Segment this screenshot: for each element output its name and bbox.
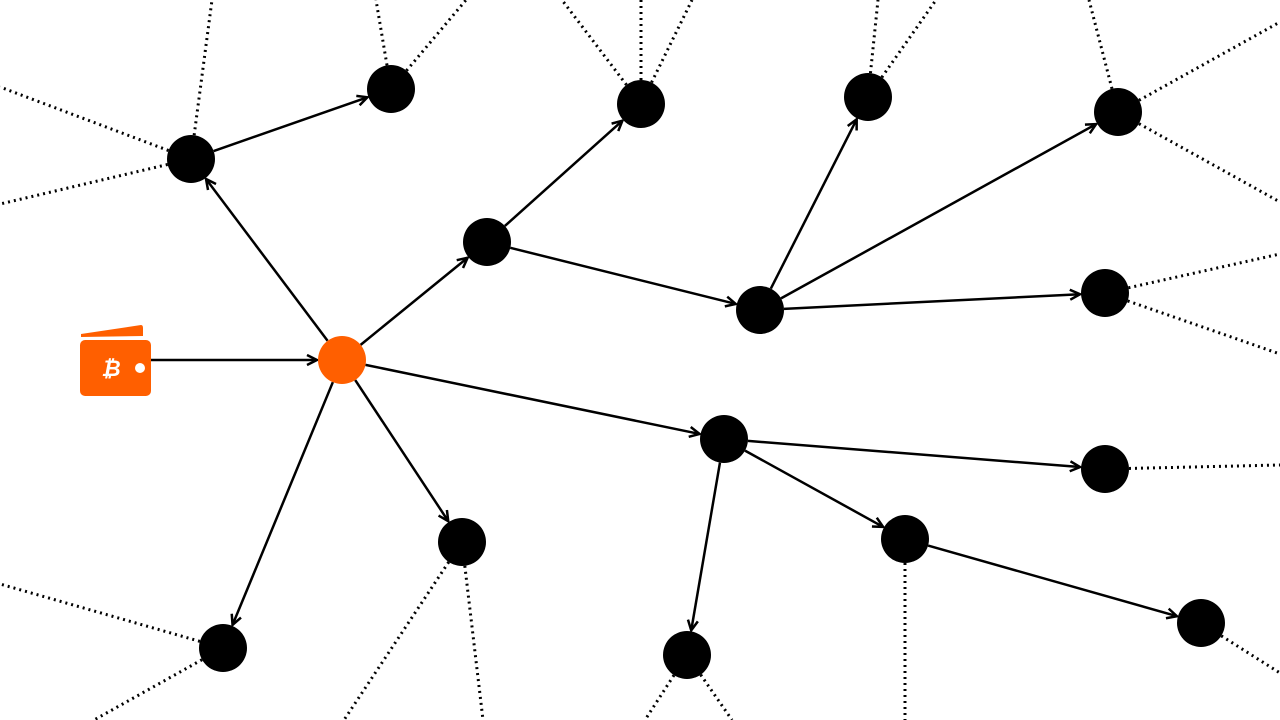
address-node-G[interactable] xyxy=(1094,88,1142,136)
external-link-D xyxy=(560,0,643,105)
address-node-B[interactable] xyxy=(367,65,415,113)
transaction-edge-C-D xyxy=(504,121,623,227)
transaction-edge-I-J xyxy=(747,439,1080,467)
transaction-edge-E-F xyxy=(769,119,857,290)
external-link-A xyxy=(189,0,214,160)
transaction-edge-I-K xyxy=(744,449,883,527)
address-node-K[interactable] xyxy=(881,515,929,563)
address-node-M[interactable] xyxy=(663,631,711,679)
address-node-N[interactable] xyxy=(438,518,486,566)
address-node-H[interactable] xyxy=(1081,269,1129,317)
transaction-edge-O-A xyxy=(206,179,329,342)
address-node-J[interactable] xyxy=(1081,445,1129,493)
external-link-P xyxy=(93,646,224,720)
transaction-edge-E-H xyxy=(783,294,1080,311)
transaction-edge-O-P xyxy=(233,381,334,625)
external-link-A xyxy=(0,157,192,206)
transaction-edge-O-I xyxy=(365,363,700,434)
transaction-edge-C-E xyxy=(509,246,735,304)
address-node-E[interactable] xyxy=(736,286,784,334)
address-node-F[interactable] xyxy=(844,73,892,121)
address-node-C[interactable] xyxy=(463,218,511,266)
external-link-H xyxy=(1104,291,1280,356)
address-node-P[interactable] xyxy=(199,624,247,672)
external-link-N xyxy=(342,541,464,720)
source-address-node[interactable] xyxy=(318,336,366,384)
external-link-G xyxy=(1117,20,1280,114)
external-link-F xyxy=(866,0,880,98)
external-link-N xyxy=(460,541,485,720)
external-link-A xyxy=(0,85,192,161)
external-link-J xyxy=(1104,463,1280,471)
address-node-D[interactable] xyxy=(617,80,665,128)
address-node-L[interactable] xyxy=(1177,599,1225,647)
transaction-edge-E-G xyxy=(780,124,1096,300)
address-node-I[interactable] xyxy=(700,415,748,463)
external-link-G xyxy=(1117,110,1280,204)
external-link-H xyxy=(1104,252,1280,295)
transaction-edge-I-M xyxy=(691,462,722,631)
bitcoin-symbol: ₿ xyxy=(101,357,120,382)
transaction-edge-O-C xyxy=(359,258,468,346)
external-link-P xyxy=(0,582,224,650)
transaction-edge-K-L xyxy=(927,544,1177,617)
transaction-edge-O-N xyxy=(354,379,448,521)
bitcoin-wallet-icon: ₿ xyxy=(80,325,151,396)
transaction-edge-A-B xyxy=(213,97,368,153)
address-node-A[interactable] xyxy=(167,135,215,183)
